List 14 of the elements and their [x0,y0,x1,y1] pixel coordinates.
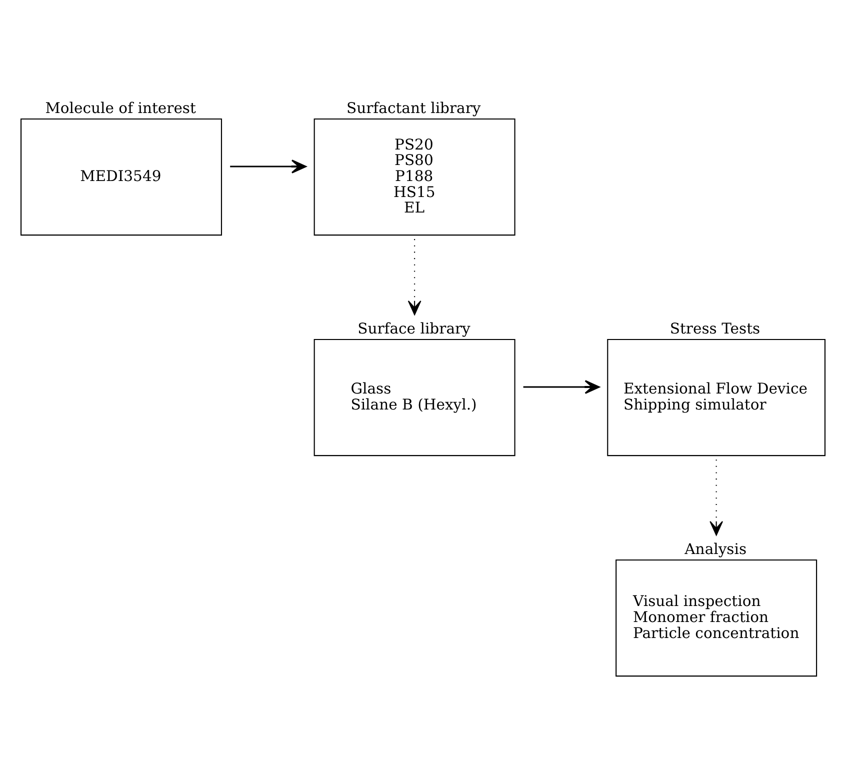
node-box: Visual inspection Monomer fraction Particle concentration [616,560,818,677]
arrow [408,239,422,316]
arrow [523,380,600,394]
node-label: Surfactant library [346,100,481,117]
arrow [230,160,306,174]
arrow [710,460,723,536]
node-label: Stress Tests [670,320,760,338]
node-label: Analysis [684,540,747,558]
node-label: Surface library [358,320,470,338]
node-box: PS20 PS80 P188 HS15 EL [314,118,516,236]
node-box: Extensional Flow Device Shipping simulator [607,339,826,456]
node-label: Molecule of interest [45,100,196,117]
node-box: Glass Silane B (Hexyl.) [314,339,516,456]
node-box: MEDI3549 [20,118,222,236]
